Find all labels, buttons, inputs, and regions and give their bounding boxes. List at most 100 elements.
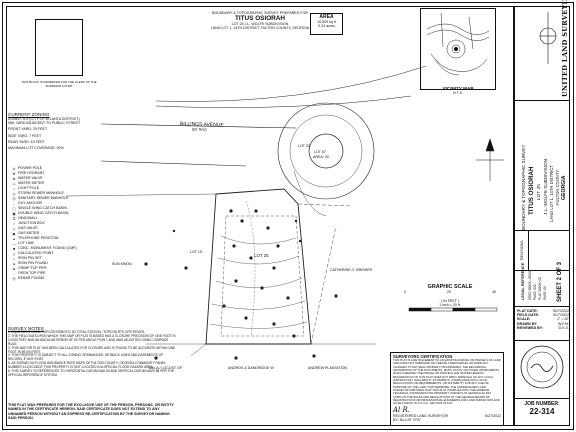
info-value: W.F.M. <box>558 321 569 326</box>
scale-tick: 20 <box>447 290 451 294</box>
title-column <box>514 6 570 426</box>
legend-label: HEADWALL <box>18 216 38 221</box>
scale-ratio: 1 inch = 20 ft. <box>439 303 461 308</box>
info-label: FIELD DATE: <box>517 313 540 318</box>
survey-note: 3. THIS MAP OR PLAT HAS BEEN CALCULATED … <box>8 345 176 354</box>
iron-pin-found-icon: ● <box>12 261 16 266</box>
surveyor-seal-icon <box>520 345 564 389</box>
survey-note: 6. THIS SURVEY IS REFERENCED TO HORIZONT… <box>8 369 174 377</box>
legal-line: PAGE: 000 <box>533 284 537 300</box>
lot-15-label: LOT 15 <box>190 250 202 254</box>
lot-center-note: AREA: 00 <box>313 155 329 159</box>
legend-label: WATER METER <box>18 181 45 186</box>
lot-25-label: LOT 25 <box>254 253 269 258</box>
legal-line: DEED BOOK: 00000 <box>528 270 532 300</box>
clerk-box-label: THIS BLOCK IS RESERVED FOR THE CLERK OF … <box>21 80 97 88</box>
zoning-line: NW, YARD ADJACENT TO PUBLIC STREET <box>8 121 81 126</box>
headwall-icon: ⊐ <box>12 216 16 221</box>
legend-label: STORM SEWER MANHOLE <box>18 191 64 196</box>
survey-note: 5. AS SHOWN ON FLOOD INSURANCE RATE MAPS… <box>8 361 166 370</box>
lot-line-icon: — <box>12 241 16 246</box>
clerk-box <box>35 19 83 76</box>
sanitary-manhole-icon: Ⓢ <box>12 196 16 201</box>
legend-label: WATER VALVE <box>18 176 43 181</box>
legend-label: LOT LINE <box>18 241 34 246</box>
vicinity-subtitle: N.T.S. <box>453 91 463 95</box>
vicinity-caption: VICINITY MAP N.T.S. <box>420 86 496 95</box>
legend-label: REBAR FOUND <box>18 276 45 281</box>
certification-signature: Al R. <box>393 405 411 414</box>
title-land-lot: LAND LOT 1, 14TH DISTRICT <box>549 165 554 222</box>
power-pole-icon: ⊙ <box>12 166 16 171</box>
zoning-line: REAR YARD: 15 FEET <box>8 139 45 144</box>
info-label: PLAT DATE: <box>517 309 538 313</box>
double-catch-basin-icon: ▣ <box>12 211 16 216</box>
zoning-line: FRONT YARD: 25 FEET <box>8 127 48 132</box>
survey-notes-heading: SURVEY NOTES <box>8 326 44 331</box>
fire-hydrant-icon: ⊕ <box>12 171 16 176</box>
zoning-block: CURRENT ZONING ZONED: R-4 (CITY OF ATLAN… <box>8 112 98 150</box>
legend-label: GUY ANCHOR <box>18 201 43 206</box>
scale-unit: ( IN FEET ) <box>440 299 460 304</box>
graphic-scale: GRAPHIC SCALE 0 20 40 ( IN FEET ) 1 inch… <box>400 284 500 308</box>
open-top-pipe-icon: ◌ <box>12 271 16 276</box>
info-value: D.K.S. <box>558 325 569 330</box>
gas-meter-icon: ◆ <box>12 231 16 236</box>
legend-label: GAS METER <box>18 231 40 236</box>
gas-valve-icon: ◇ <box>12 226 16 231</box>
survey-notes: SURVEY NOTES 1. EQUIPMENT USED: TOPCON R… <box>8 326 176 378</box>
legend-label: TELEPHONE PEDESTAL <box>18 236 60 241</box>
graphic-scale-title: GRAPHIC SCALE <box>427 284 473 290</box>
job-number: 22-314 <box>529 407 555 416</box>
legend-label: CRIMP TOP PIPE <box>18 266 47 271</box>
survey-note: 1. EQUIPMENT USED: TOPCON ROBOTIC 2D TOT… <box>8 330 145 334</box>
zoning-line: ZONED: R-4 (CITY OF ATLANTA DISTRICT) <box>8 117 80 121</box>
iron-pin-set-icon: ○ <box>12 256 16 261</box>
info-value: 5/17/2022 <box>553 313 569 318</box>
right-owner-label: CATHERINE O. BREWER <box>330 268 373 272</box>
legend-label: FIRE HYDRANT <box>18 171 45 176</box>
legal-line: PLAT BOOK: 00 <box>538 276 542 300</box>
area-acres: 0.24 acres <box>318 24 335 29</box>
bottom-left-owner: TALLA / LOCUST OF <box>148 366 183 370</box>
revisions-divider <box>514 230 570 231</box>
seal-divider <box>514 340 570 341</box>
title-line1: BOUNDARY & TOPOGRAPHIC SURVEY <box>521 144 526 230</box>
header-lot: LOT 25 J.L. WOLFE SUBDIVISION <box>231 22 289 27</box>
certification-by: BY: <box>393 418 399 423</box>
lot-37-label: LOT 37 <box>298 144 310 148</box>
survey-plan <box>65 65 504 360</box>
legend-label: IRON PIN FOUND <box>18 261 48 266</box>
legend-label: POWER POLE <box>18 166 43 171</box>
vicinity-map <box>420 8 496 90</box>
light-pole-icon: ☼ <box>12 186 16 191</box>
title-subdivision: J.L. WOLFE SUBDIVISION <box>543 159 548 215</box>
area-box: AREA 10,509 sq ft 0.24 acres <box>310 13 343 35</box>
title-client: TITUS OSIORAH <box>528 166 535 215</box>
prepared-for-line: BOUNDARY & TOPOGRAPHIC SURVEY PREPARED F… <box>212 11 308 15</box>
legend-label: OPEN TOP PIPE <box>18 271 46 276</box>
scale-tick: 0 <box>404 290 406 294</box>
certification-heading: SURVEYORS CERTIFICATION <box>393 354 453 359</box>
certification-date: 5/27/2022 <box>485 413 501 418</box>
guy-anchor-icon: ← <box>12 201 16 206</box>
title-divider <box>514 100 570 101</box>
water-valve-icon: ⊗ <box>12 176 16 181</box>
vicinity-title: VICINITY MAP <box>442 86 474 91</box>
area-heading: AREA <box>319 14 334 20</box>
info-label: REVIEWED BY: <box>517 325 544 330</box>
info-divider <box>514 306 570 307</box>
revisions-col <box>528 230 529 270</box>
legend-label: SANITARY SEWER MANHOLE <box>18 196 69 201</box>
zoning-line: SIDE YARD: 7 FEET <box>8 133 42 138</box>
legend-label: LIGHT POLE <box>18 186 40 191</box>
concrete-monument-icon: ■ <box>12 246 16 251</box>
rebar-found-icon: ⦿ <box>12 276 16 281</box>
info-label: DRAWN BY: <box>517 321 538 326</box>
header-title-block: BOUNDARY & TOPOGRAPHIC SURVEY PREPARED F… <box>180 11 340 31</box>
single-catch-basin-icon: ▢ <box>12 206 16 211</box>
water-meter-icon: ▭ <box>12 181 16 186</box>
bottom-right-owner: ANDREW PLANTATION <box>308 366 348 370</box>
header-land-lot: LAND LOT 1, 14TH DISTRICT FULTON COUNTY,… <box>210 26 310 31</box>
